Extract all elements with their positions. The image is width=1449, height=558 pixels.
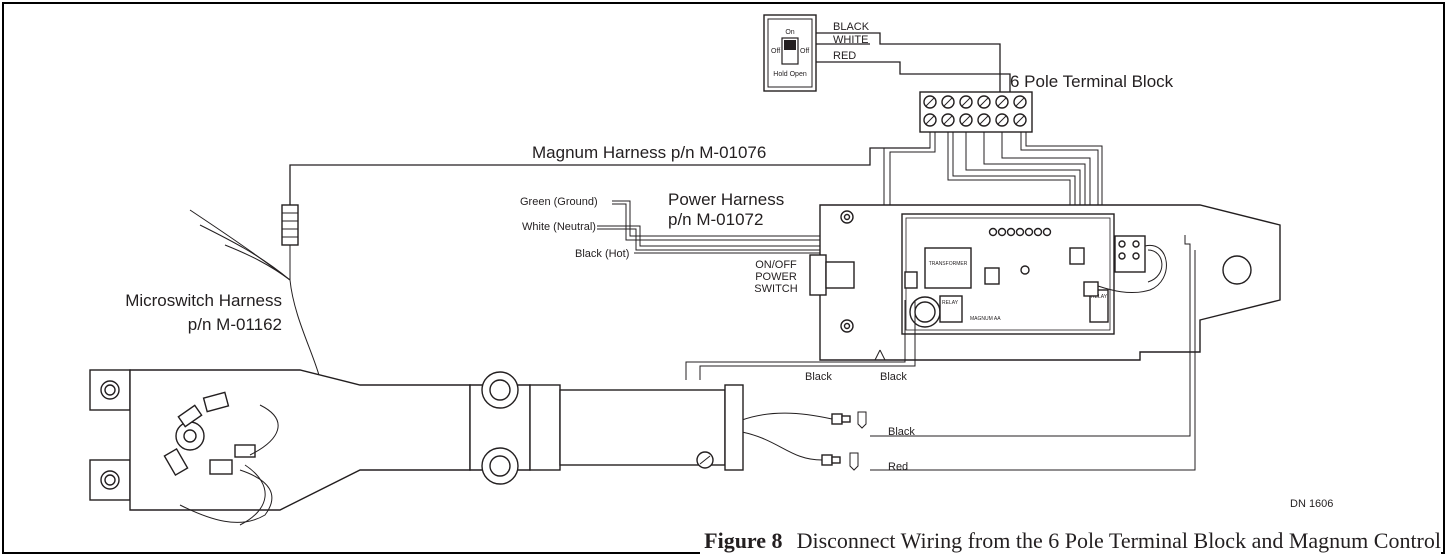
- terminal-block-label: 6 Pole Terminal Block: [1010, 72, 1174, 91]
- rocker-switch: On Off Off Hold Open: [763, 14, 817, 92]
- magnum-harness: Magnum Harness p/n M-01076: [189, 143, 930, 451]
- control-board: TRANSFORMER RELAY RELAY MAGNUM AA: [901, 213, 1167, 335]
- wire-white-label: WHITE: [833, 34, 868, 46]
- switch-hold-open-label: Hold Open: [773, 71, 807, 78]
- terminal-block: 6 Pole Terminal Block: [919, 72, 1174, 133]
- dn-label: DN 1606: [1290, 498, 1333, 510]
- black-wire-label-3: Black: [888, 426, 915, 438]
- magnum-label: MAGNUM AA: [970, 316, 1001, 322]
- board-potentiometer: [1024, 227, 1034, 237]
- board-potentiometer: [1006, 227, 1016, 237]
- motor-wires: Black Black Black Red: [685, 235, 1196, 473]
- figure-number: Figure 8: [704, 528, 783, 553]
- power-harness-title: Power Harness: [668, 190, 784, 209]
- black-wire-label-1: Black: [805, 371, 832, 383]
- red-wire-label: Red: [888, 461, 908, 473]
- switch-on-label: On: [785, 29, 794, 36]
- white-neutral-label: White (Neutral): [522, 221, 596, 233]
- green-ground-label: Green (Ground): [520, 196, 598, 208]
- microswitch-harness-title: Microswitch Harness: [125, 291, 282, 310]
- board-potentiometer: [1042, 227, 1052, 237]
- black-wire-label-2: Black: [880, 371, 907, 383]
- board-potentiometer: [1033, 227, 1043, 237]
- switch-wires: BLACK WHITE RED: [816, 21, 1011, 92]
- switch-off-right-label: Off: [800, 48, 809, 55]
- wire-black-label: BLACK: [833, 21, 870, 33]
- operator-arm: [89, 369, 744, 526]
- black-hot-label: Black (Hot): [575, 248, 629, 260]
- switch-off-left-label: Off: [771, 48, 780, 55]
- board-potentiometer: [997, 227, 1007, 237]
- figure-caption-text: Disconnect Wiring from the 6 Pole Termin…: [796, 528, 1441, 553]
- magnum-harness-label: Magnum Harness p/n M-01076: [532, 143, 766, 162]
- microswitch-harness-pn: p/n M-01162: [188, 315, 282, 334]
- power-switch-line2: POWER: [755, 271, 797, 283]
- figure-caption: Figure 8 Disconnect Wiring from the 6 Pol…: [700, 528, 1441, 554]
- board-potentiometer: [1015, 227, 1025, 237]
- power-switch-line1: ON/OFF: [755, 259, 797, 271]
- wire-red-label: RED: [833, 50, 856, 62]
- transformer-label: TRANSFORMER: [929, 261, 968, 267]
- power-harness-pn: p/n M-01072: [668, 210, 763, 229]
- board-potentiometer: [988, 227, 998, 237]
- power-switch-line3: SWITCH: [754, 283, 797, 295]
- relay1-label: RELAY: [942, 300, 959, 306]
- relay2-label: RELAY: [1091, 294, 1108, 300]
- power-harness: Power Harness p/n M-01072 Green (Ground)…: [520, 190, 905, 293]
